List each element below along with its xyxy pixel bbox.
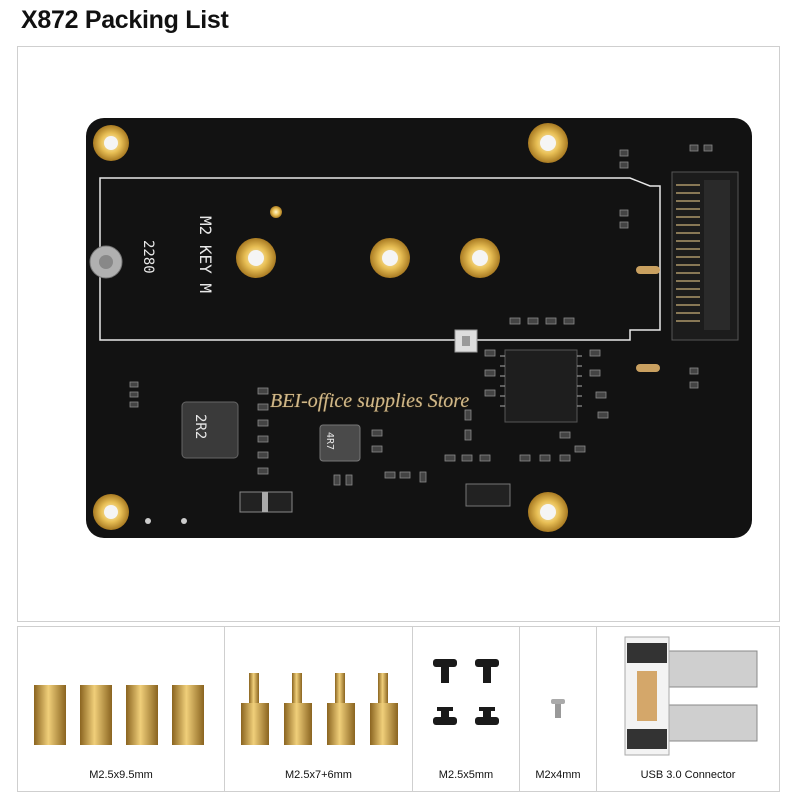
accessory-label: USB 3.0 Connector [640, 769, 736, 781]
accessory-standoff-7-6: M2.5x7+6mm [225, 627, 413, 791]
silk-4r7: 4R7 [324, 432, 335, 450]
inductor [181, 401, 239, 459]
accessory-label: M2.5x7+6mm [285, 769, 352, 781]
accessory-usb-connector: USB 3.0 Connector [597, 627, 779, 791]
usb-connector-icon [624, 636, 758, 756]
silk-2r2: 2R2 [192, 414, 208, 439]
pcb-surface [86, 118, 752, 538]
pcb-board: M2 KEY M 2280 2R2 4R7 [86, 118, 752, 538]
accessory-standoff-9-5: M2.5x9.5mm [18, 627, 225, 791]
m2-slot-outline [99, 177, 661, 341]
silk-2280: 2280 [140, 240, 156, 274]
silver-screw-icon [551, 699, 565, 718]
accessory-screw-4: M2x4mm [520, 627, 597, 791]
accessory-row: M2.5x9.5mm M2.5x7+6mm [17, 626, 780, 792]
accessory-label: M2.5x5mm [438, 769, 494, 781]
brass-standoff-icon [34, 685, 204, 745]
accessory-label: M2x4mm [535, 769, 581, 781]
threaded-standoff-icon [241, 673, 398, 745]
store-watermark: BEI-office supplies Store [270, 390, 470, 412]
page-title: X872 Packing List [21, 6, 229, 34]
inductor-small [319, 424, 361, 462]
accessory-screw-5: M2.5x5mm [413, 627, 520, 791]
black-screw-icon [433, 659, 499, 725]
accessory-label: M2.5x9.5mm [89, 769, 153, 781]
silk-m2-key: M2 KEY M [196, 216, 215, 293]
controller-chip [504, 349, 578, 423]
